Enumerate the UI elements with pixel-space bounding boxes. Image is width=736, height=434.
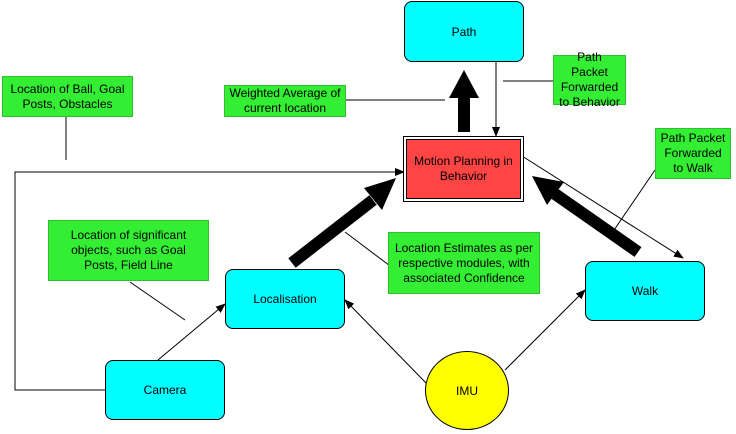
localisation-node: Localisation: [225, 269, 345, 329]
walk-node: Walk: [585, 261, 705, 321]
camera-node: Camera: [105, 360, 225, 420]
behavior-to-walk-line: [521, 155, 684, 259]
path-node: Path: [404, 1, 524, 62]
thick-arrow-up-to-path: [449, 70, 479, 132]
imu-node: IMU: [425, 351, 509, 430]
thick-arrow-localisation-to-behavior: [288, 178, 396, 268]
camera-to-localisation-line: [157, 303, 226, 361]
imu-to-localisation-line: [344, 299, 429, 386]
localisation-label: Localisation: [253, 292, 317, 306]
thick-arrow-walk-to-behavior: [532, 176, 642, 257]
callout-line-walk-packet: [609, 169, 656, 237]
note-path-packet-behavior: Path Packet Forwarded to Behavior: [553, 50, 626, 109]
imu-to-walk-line: [504, 289, 586, 371]
note-location-estimates: Location Estimates as per respective mod…: [388, 232, 540, 294]
note-significant-objects: Location of significant objects, such as…: [48, 220, 209, 281]
note-weighted-average: Weighted Average of current location: [224, 85, 346, 117]
callout-line-objects: [129, 281, 186, 321]
camera-feedback-line: [14, 168, 405, 391]
motion-planning-label: Motion Planning in Behavior: [414, 154, 513, 183]
walk-label: Walk: [631, 284, 659, 298]
motion-planning-node: Motion Planning in Behavior: [406, 139, 521, 199]
imu-label: IMU: [456, 383, 478, 398]
path-label: Path: [451, 24, 477, 39]
note-ball-goal-obstacles: Location of Ball, Goal Posts, Obstacles: [2, 76, 133, 117]
camera-label: Camera: [143, 383, 187, 397]
note-path-packet-walk: Path Packet Forwarded to Walk: [655, 128, 731, 179]
